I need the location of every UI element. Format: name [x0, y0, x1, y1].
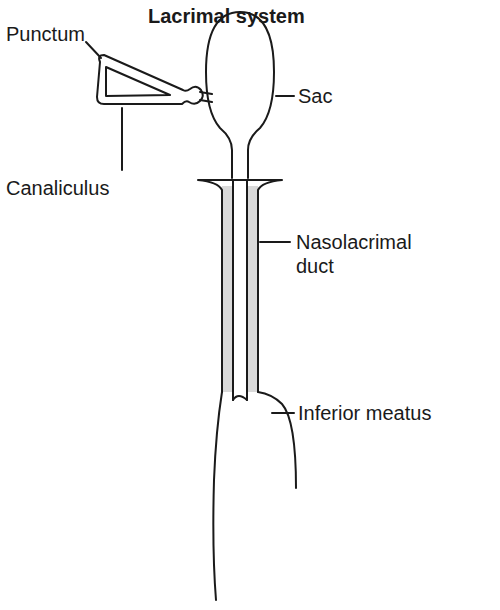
nasolacrimal-duct-outline	[198, 180, 282, 400]
canaliculus-outer	[97, 55, 203, 104]
part-label: Canaliculus	[6, 176, 109, 200]
nasolacrimal-duct-lumen	[233, 180, 247, 392]
leader-line	[260, 241, 290, 243]
leader-line	[121, 108, 123, 170]
diagram-title: Lacrimal system	[148, 4, 305, 28]
canaliculus-inner	[106, 67, 170, 96]
leader-line	[86, 42, 101, 58]
part-label: Sac	[298, 84, 332, 108]
inferior-meatus-fold	[233, 392, 296, 488]
part-label: Punctum	[6, 22, 85, 46]
leader-line	[272, 412, 294, 414]
leader-line	[276, 95, 294, 97]
part-label: Inferior meatus	[298, 401, 431, 425]
part-label: Nasolacrimal duct	[296, 230, 421, 278]
lacrimal-sac	[206, 12, 274, 178]
common-canaliculus	[200, 92, 212, 102]
inferior-meatus	[213, 392, 222, 600]
